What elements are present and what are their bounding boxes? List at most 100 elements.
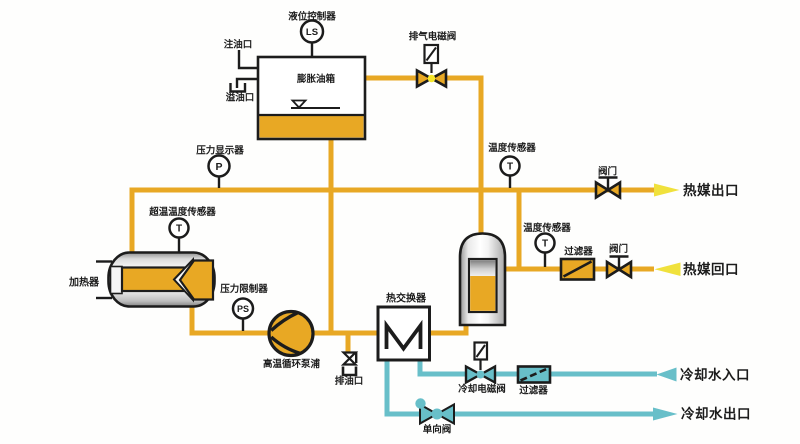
exhaust-valve-left-triangle — [415, 68, 435, 89]
pipe-cooling-outlet — [384, 357, 653, 417]
supply-valve-label: 阀门 — [598, 166, 617, 178]
ls-tag: LS — [306, 27, 318, 38]
arrow-cooling-outlet — [653, 407, 678, 421]
t1-circle — [168, 217, 190, 239]
check-valve-label: 单向阀 — [423, 424, 452, 436]
heat-medium-outlet-label: 热媒出口 — [683, 182, 739, 198]
arrow-heat-medium-outlet — [654, 183, 680, 197]
cooling-valve-right-triangle — [478, 364, 497, 385]
level-mark-triangle — [290, 99, 308, 109]
vessel-inner-oil — [470, 276, 496, 311]
drain-valve-bottom-triangle — [340, 356, 359, 366]
return-filter: 过滤器 — [559, 246, 596, 281]
exhaust-valve-dot — [427, 74, 436, 83]
oil-drain-port-label: 排油口 — [335, 375, 364, 387]
cooling-solenoid-valve: 冷却电磁阀 — [458, 341, 506, 395]
heater-element-arrow — [178, 259, 215, 301]
oil-fill-port-label: 注油口 — [224, 39, 253, 51]
level-controller: LS 液位控制器 — [288, 11, 336, 57]
return-temp-sensor: T 温度传感器 — [523, 222, 571, 267]
vessel-inner-cap — [470, 260, 496, 276]
p-circle — [207, 154, 231, 178]
heat-medium-return-label: 热媒回口 — [683, 261, 739, 277]
cooling-filter: 过滤器 — [516, 365, 552, 397]
overtemp-sensor-label: 超温温度传感器 — [148, 206, 216, 218]
cooling-water-outlet-label: 冷却水出口 — [681, 406, 751, 422]
supply-valve-left-triangle — [594, 180, 611, 200]
cooling-valve-dot — [476, 370, 485, 379]
check-valve: 单向阀 — [415, 398, 455, 436]
cooling-filter-diagonal — [519, 367, 549, 382]
pipe-supply-main — [129, 187, 655, 255]
cooling-water-inlet-label: 冷却水入口 — [680, 367, 750, 383]
drain-funnel — [341, 366, 358, 377]
return-valve-label: 阀门 — [609, 243, 628, 255]
heater-label: 加热器 — [68, 276, 100, 289]
supply-temp-sensor-label: 温度传感器 — [488, 142, 536, 154]
pressure-limiter: PS 压力限制器 — [220, 283, 268, 331]
return-filter-diagonal — [562, 260, 593, 278]
check-valve-right-triangle — [434, 402, 455, 426]
hot-oil-pipes — [129, 75, 655, 352]
return-valve-left-triangle — [605, 259, 622, 280]
cooling-solenoid-diagonal — [475, 344, 486, 358]
pressure-display: P 压力显示器 — [196, 145, 244, 188]
cooling-water-pipes — [384, 357, 657, 417]
heater: 加热器 — [68, 251, 216, 308]
overflow-funnel — [229, 83, 247, 93]
pressure-display-label: 压力显示器 — [196, 145, 244, 157]
pump-blade-lower — [270, 335, 302, 356]
pipe-heater-outlet — [189, 304, 378, 336]
hx-m-symbol — [384, 319, 423, 352]
return-valve-right-triangle — [616, 259, 633, 280]
heater-endcap — [109, 265, 123, 295]
return-filter-label: 过滤器 — [564, 246, 593, 258]
t2-tag: T — [507, 162, 513, 173]
cooling-valve-left-triangle — [464, 364, 483, 385]
heat-exchanger-label: 热交换器 — [386, 292, 427, 305]
ls-circle — [299, 19, 325, 44]
level-controller-label: 液位控制器 — [288, 11, 336, 23]
cooling-filter-label: 过滤器 — [519, 385, 548, 397]
pipe-exhaust-line — [365, 75, 484, 233]
exhaust-solenoid-valve-label: 排气电磁阀 — [409, 31, 457, 43]
expansion-tank: 膨胀油箱 注油口 溢油口 — [224, 39, 367, 141]
overflow-port-pipe — [235, 77, 258, 88]
circulation-pump: 高温循环泵浦 — [263, 309, 321, 370]
separator-vessel — [458, 232, 507, 327]
heat-exchanger: 热交换器 — [376, 292, 431, 362]
oil-overflow-port-label: 溢油口 — [226, 92, 255, 104]
check-valve-ball — [431, 408, 443, 420]
supply-valve-right-triangle — [605, 180, 622, 200]
pipe-cooling-inlet — [417, 357, 657, 377]
pump-blade-upper — [270, 311, 299, 332]
expansion-tank-label: 膨胀油箱 — [296, 73, 336, 85]
t2-circle — [499, 155, 521, 177]
return-temp-sensor-label: 温度传感器 — [523, 222, 571, 234]
arrow-cooling-inlet — [656, 367, 677, 382]
supply-valve: 阀门 — [594, 166, 622, 200]
fill-port-pipe — [237, 50, 258, 70]
ps-circle — [231, 297, 255, 320]
exhaust-solenoid-valve: 排气电磁阀 — [409, 31, 457, 89]
overtemp-sensor: T 超温温度传感器 — [148, 206, 216, 252]
exhaust-solenoid-diagonal — [425, 46, 437, 62]
tank-oil — [259, 116, 364, 138]
check-valve-top-ball — [415, 398, 426, 409]
oil-drain-port: 排油口 — [335, 351, 364, 387]
arrow-heat-medium-return — [654, 262, 681, 276]
t1-tag: T — [176, 224, 182, 235]
p-tag: P — [215, 161, 222, 173]
circulation-pump-label: 高温循环泵浦 — [263, 358, 321, 370]
check-valve-left-triangle — [419, 402, 440, 426]
t3-tag: T — [542, 239, 548, 250]
drain-valve-top-triangle — [340, 351, 359, 361]
cooling-solenoid-valve-label: 冷却电磁阀 — [458, 383, 506, 395]
return-valve: 阀门 — [605, 243, 633, 280]
supply-temp-sensor: T 温度传感器 — [488, 142, 536, 188]
exhaust-valve-right-triangle — [428, 68, 448, 89]
ps-tag: PS — [237, 304, 249, 314]
t3-circle — [534, 232, 556, 254]
